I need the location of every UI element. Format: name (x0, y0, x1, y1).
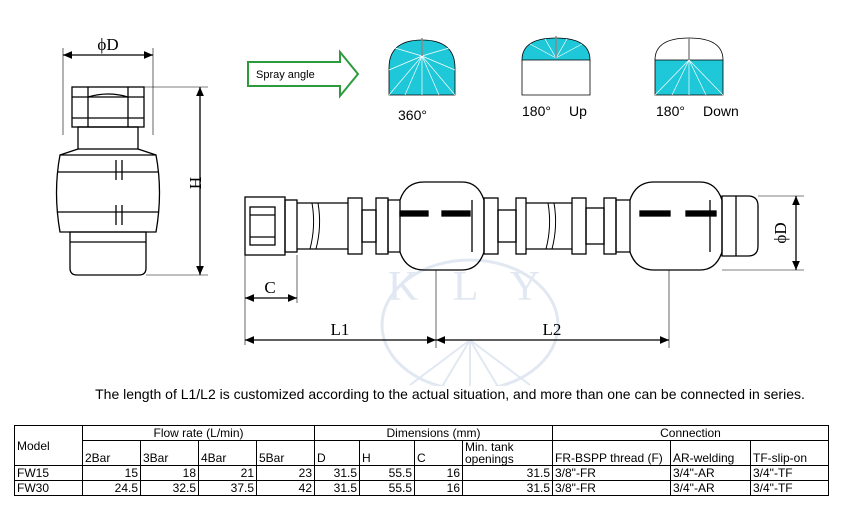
sub-header-cell: 3Bar (140, 440, 199, 466)
table-cell: 15 (82, 465, 141, 481)
sub-header-cell: Min. tank openings (462, 440, 553, 466)
table-cell: 31.5 (314, 480, 360, 496)
spray-pattern-180-down (654, 37, 724, 96)
assembly-side-view (244, 181, 804, 348)
model-header: Model (14, 425, 83, 466)
conn-group-header: Connection (552, 425, 829, 441)
length-note: The length of L1/L2 is customized accord… (95, 386, 805, 402)
sub-header-cell: TF-slip-on (750, 440, 829, 466)
table-cell: 3/4"-AR (670, 465, 751, 481)
c-label: C (264, 278, 275, 297)
l2-label: L2 (543, 320, 562, 339)
spray-angle-arrow (247, 49, 360, 99)
table-cell: 16 (414, 480, 463, 496)
sub-header-cell: 2Bar (82, 440, 141, 466)
watermark-letters: K L Y (388, 264, 552, 310)
table-cell: 3/4"-TF (750, 480, 829, 496)
table-cell: 31.5 (462, 480, 553, 496)
table-cell: 21 (198, 465, 257, 481)
table-cell: 3/4"-AR (670, 480, 751, 496)
spray-angle-label: Spray angle (256, 69, 315, 81)
phi-d-side-label: ϕD (771, 222, 790, 243)
spec-table: Model Flow rate (L/min) Dimensions (mm) … (14, 425, 829, 496)
sub-header-cell: 4Bar (198, 440, 257, 466)
angle-suffix-up: Up (569, 103, 587, 119)
table-cell: 32.5 (140, 480, 199, 496)
l1-label: L1 (331, 320, 350, 339)
angle-label-180-down: 180° (656, 103, 685, 119)
table-cell: 55.5 (359, 480, 415, 496)
table-cell: 37.5 (198, 480, 257, 496)
spray-pattern-360 (388, 38, 456, 96)
sub-header-cell: C (414, 440, 463, 466)
table-cell: 31.5 (462, 465, 553, 481)
table-cell: 31.5 (314, 465, 360, 481)
model-cell: FW30 (14, 480, 83, 496)
table-cell: 23 (256, 465, 315, 481)
sub-header-cell: FR-BSPP thread (F) (552, 440, 671, 466)
phi-d-top-label: ϕD (97, 35, 118, 54)
sub-header-cell: AR-welding (670, 440, 751, 466)
watermark-logo: K L Y (380, 258, 560, 386)
height-label: H (186, 177, 205, 189)
spray-pattern-180-up (521, 36, 591, 96)
table-cell: 3/8"-FR (552, 465, 671, 481)
angle-label-360: 360° (398, 107, 427, 123)
table-cell: 3/8"-FR (552, 480, 671, 496)
dim-group-header: Dimensions (mm) (314, 425, 553, 441)
table-cell: 42 (256, 480, 315, 496)
table-group-header-row: Model Flow rate (L/min) Dimensions (mm) … (14, 425, 829, 466)
model-cell: FW15 (14, 465, 83, 481)
angle-suffix-down: Down (703, 103, 739, 119)
table-cell: 18 (140, 465, 199, 481)
sub-header-cell: H (359, 440, 415, 466)
angle-label-180-up: 180° (522, 103, 551, 119)
table-cell: 55.5 (359, 465, 415, 481)
table-cell: 3/4"-TF (750, 465, 829, 481)
technical-drawing: K L Y ϕD H Spray (55, 35, 804, 386)
sub-header-cell: 5Bar (256, 440, 315, 466)
table-cell: 24.5 (82, 480, 141, 496)
nozzle-front-view (55, 48, 208, 276)
table-cell: 16 (414, 465, 463, 481)
sub-header-cell: D (314, 440, 360, 466)
flow-group-header: Flow rate (L/min) (82, 425, 315, 441)
